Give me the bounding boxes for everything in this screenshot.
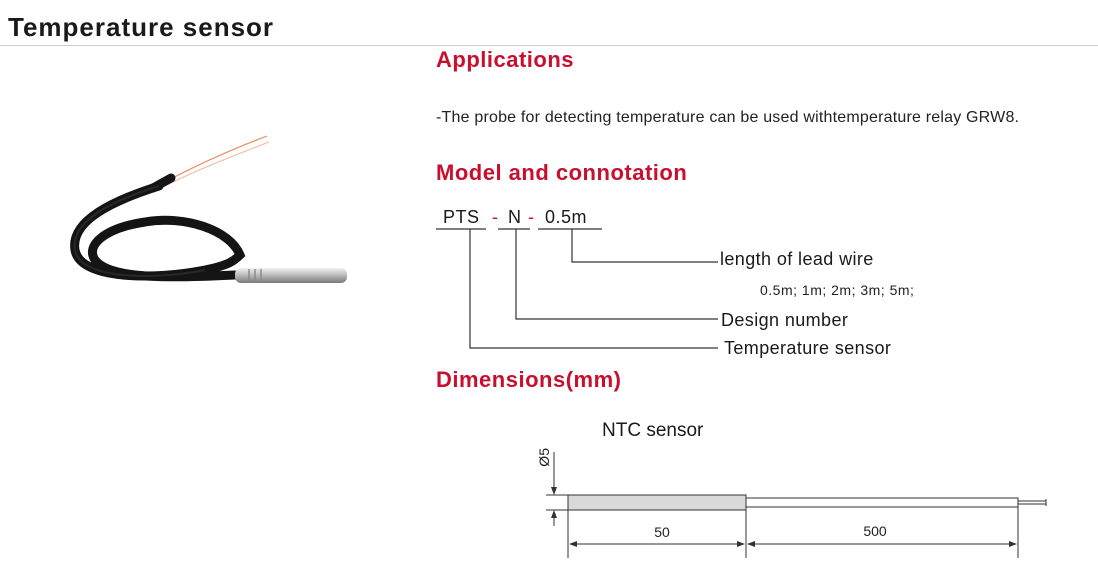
ntc-sensor-label: NTC sensor bbox=[602, 420, 704, 441]
dimension-arrow bbox=[747, 541, 755, 547]
title-divider bbox=[0, 45, 1098, 46]
red-wire bbox=[164, 135, 268, 183]
lead-cable bbox=[745, 497, 1019, 508]
diameter-arrow bbox=[551, 487, 557, 495]
applications-heading: Applications bbox=[436, 47, 575, 72]
model-part-design: N bbox=[508, 207, 522, 227]
cable-highlight bbox=[73, 185, 206, 277]
leader-type bbox=[469, 229, 718, 349]
model-separator: - bbox=[528, 207, 534, 227]
model-part-length: 0.5m bbox=[545, 207, 588, 227]
model-heading: Model and connotation bbox=[436, 160, 688, 185]
probe-body bbox=[567, 494, 747, 511]
page-title: Temperature sensor bbox=[8, 12, 275, 42]
length-options: 0.5m; 1m; 2m; 3m; 5m; bbox=[760, 282, 915, 298]
applications-text: -The probe for detecting temperature can… bbox=[436, 109, 1020, 126]
metal-probe bbox=[235, 268, 347, 283]
dimension-arrow bbox=[569, 541, 577, 547]
dimension-drawing: Ø5 50 500 bbox=[536, 448, 1047, 558]
type-label: Temperature sensor bbox=[724, 338, 892, 358]
model-separator: - bbox=[492, 207, 498, 227]
length-label: length of lead wire bbox=[720, 249, 874, 269]
diameter-arrow bbox=[551, 510, 557, 518]
diameter-value: Ø5 bbox=[536, 448, 552, 467]
model-part-series: PTS bbox=[443, 207, 480, 227]
sensor-product-image bbox=[70, 135, 347, 283]
lead-length-value: 500 bbox=[863, 523, 887, 539]
dimension-arrow bbox=[737, 541, 745, 547]
black-cable bbox=[70, 181, 246, 282]
probe-length-value: 50 bbox=[654, 524, 670, 540]
leader-design bbox=[515, 229, 718, 320]
dimension-arrow bbox=[1009, 541, 1017, 547]
white-wire bbox=[166, 141, 270, 186]
dimensions-heading: Dimensions(mm) bbox=[436, 367, 622, 392]
leader-length bbox=[571, 229, 718, 263]
design-label: Design number bbox=[721, 310, 849, 330]
connotation-lines bbox=[436, 228, 718, 349]
